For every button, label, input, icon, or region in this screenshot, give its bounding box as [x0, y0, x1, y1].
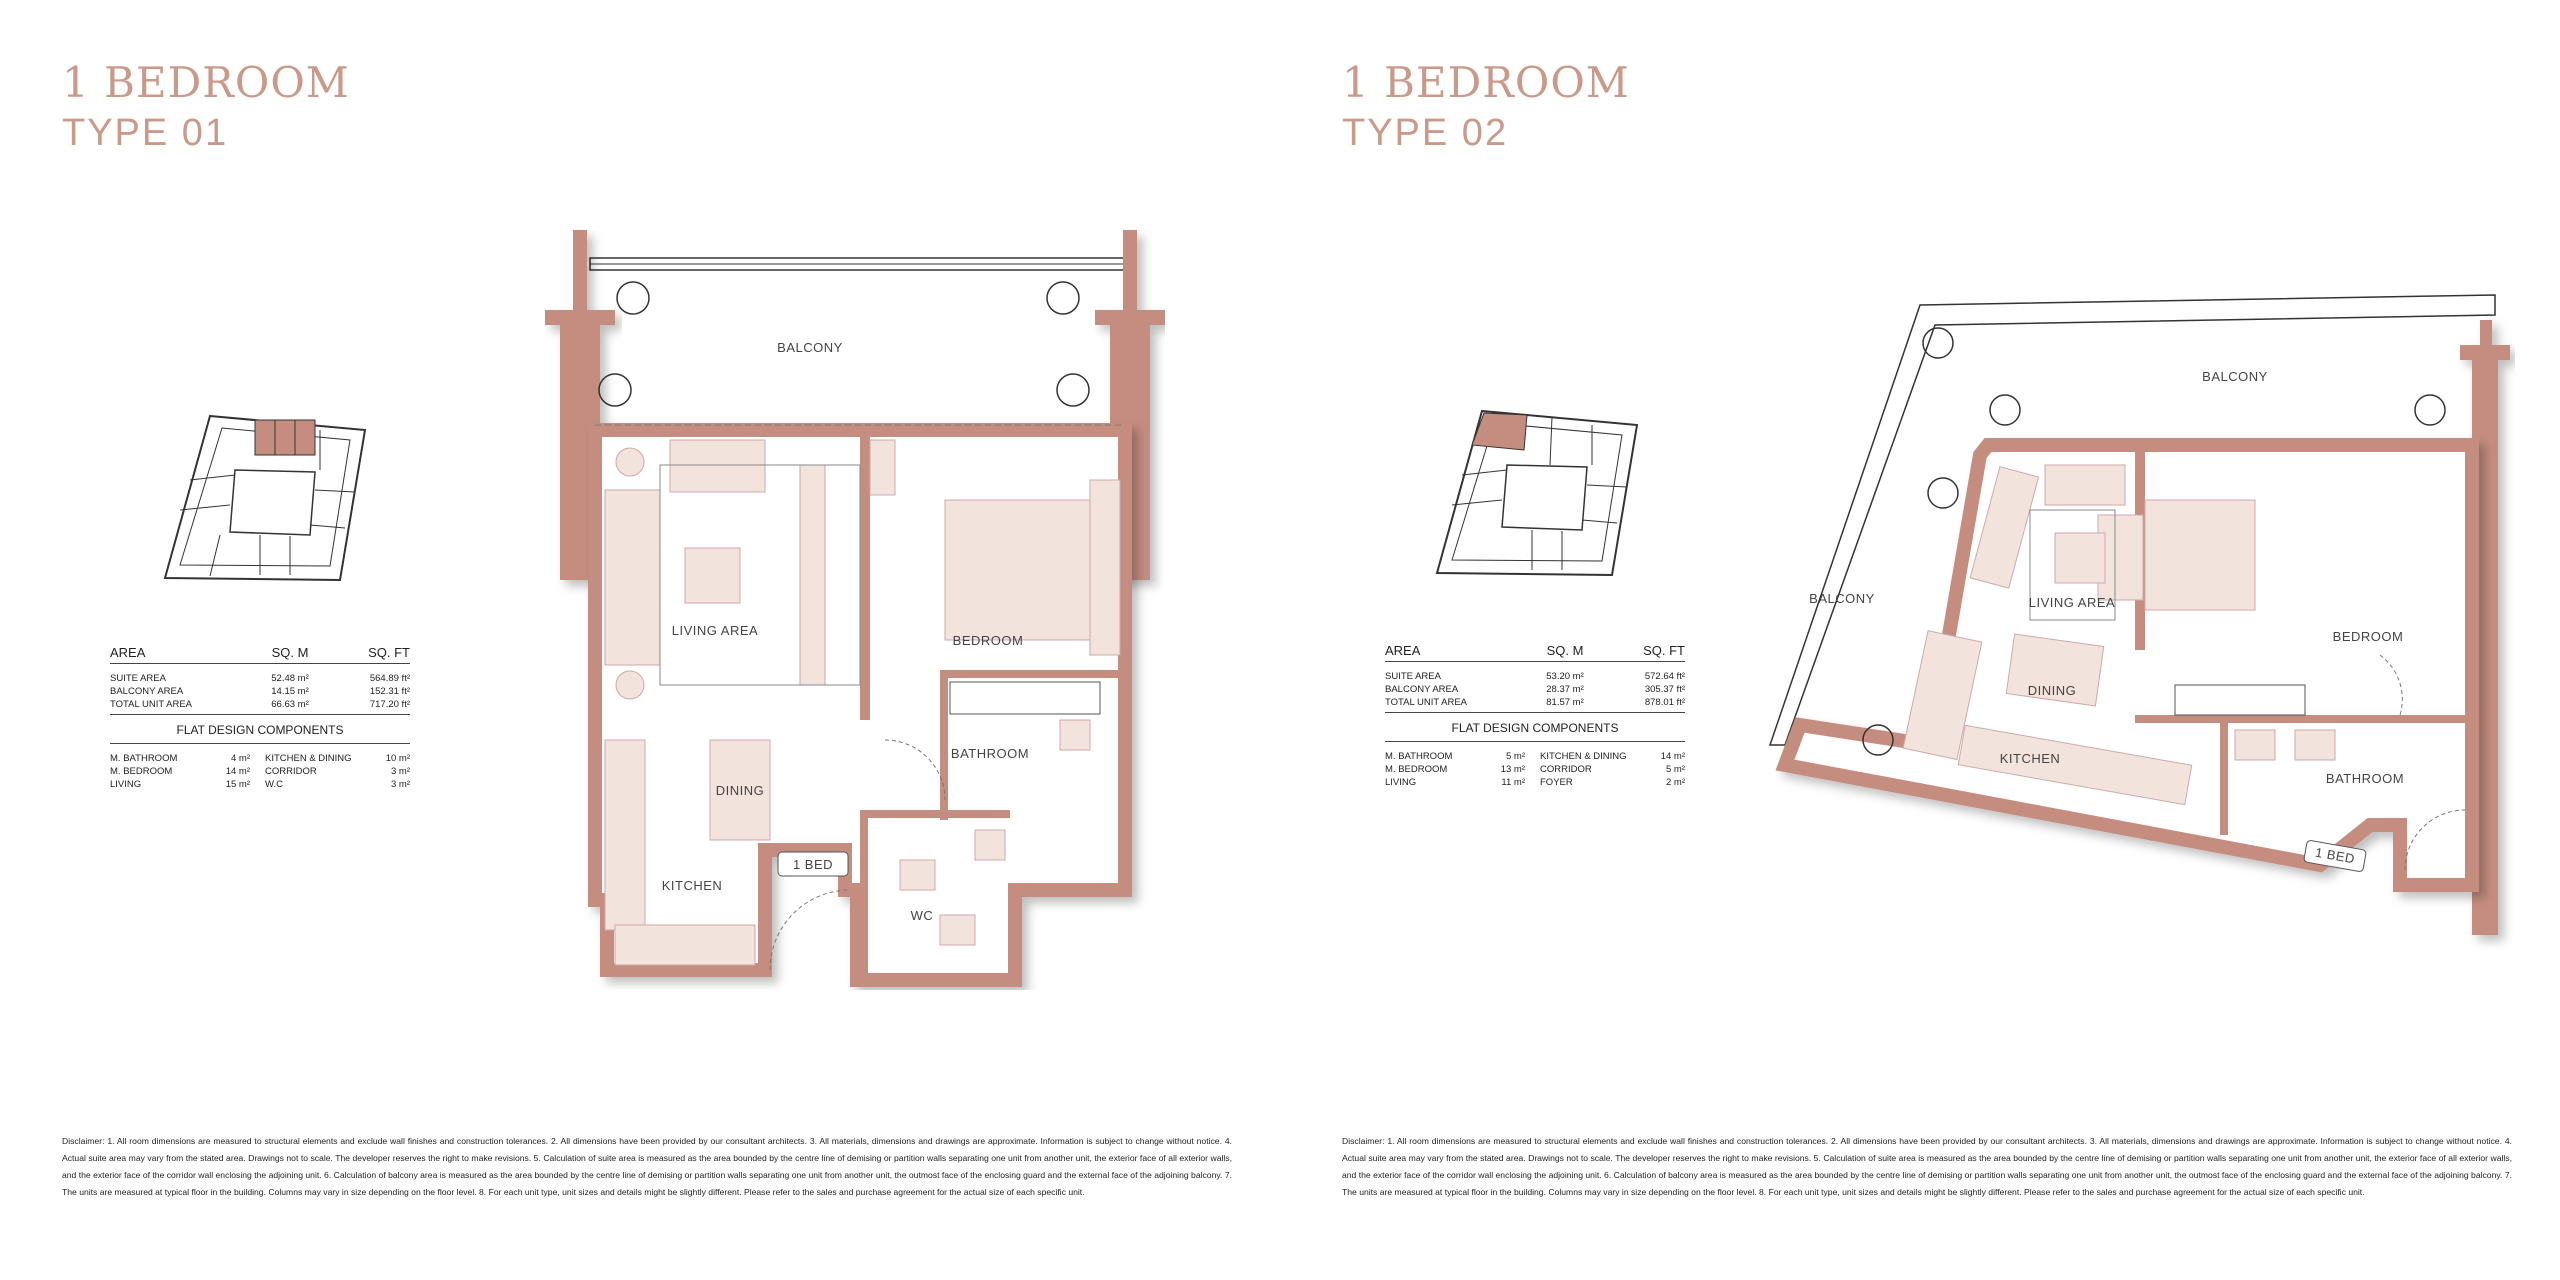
unit-type: TYPE 02 [1342, 112, 1509, 154]
room-label-wc: WC [911, 908, 934, 923]
floorplan-type-02-sheet: 1 BEDROOM TYPE 02 AREA SQ. M SQ. FT SUIT… [1280, 0, 2560, 1280]
floor-plan-type-01: BALCONY LIVING AREA BEDROOM DINING BATHR… [545, 230, 1165, 987]
room-label-bathroom: BATHROOM [951, 746, 1029, 761]
room-label-living: LIVING AREA [2029, 595, 2115, 610]
unit-tag: 1 BED [793, 857, 833, 872]
room-label-kitchen: KITCHEN [2000, 751, 2061, 766]
room-label-bathroom: BATHROOM [2326, 771, 2404, 786]
key-plan-diagram [1435, 409, 1639, 577]
area-table-header: AREA SQ. M SQ. FT [110, 645, 410, 664]
room-label-dining: DINING [716, 783, 765, 798]
components-title: FLAT DESIGN COMPONENTS [1385, 721, 1685, 742]
room-label-balcony-top: BALCONY [2202, 369, 2268, 384]
unit-title: 1 BEDROOM [1342, 58, 1630, 107]
key-plan-diagram [163, 414, 367, 582]
components-title: FLAT DESIGN COMPONENTS [110, 723, 410, 744]
room-label-balcony-left: BALCONY [1809, 591, 1875, 606]
room-label-kitchen: KITCHEN [662, 878, 723, 893]
area-table-header: AREA SQ. M SQ. FT [1385, 643, 1685, 662]
unit-type: TYPE 01 [62, 112, 229, 154]
floor-plan-type-02: BALCONY BALCONY LIVING AREA BEDROOM DINI… [1768, 294, 2510, 935]
unit-tag: 1 BED [2314, 845, 2356, 867]
disclaimer: Disclaimer: 1. All room dimensions are m… [62, 1136, 1232, 1197]
room-label-dining: DINING [2028, 683, 2077, 698]
floorplan-type-01-sheet: 1 BEDROOM TYPE 01 AREA SQ. M SQ. FT SUIT… [62, 58, 1232, 1197]
room-label-living: LIVING AREA [672, 623, 758, 638]
room-label-bedroom: BEDROOM [953, 633, 1024, 648]
unit-title: 1 BEDROOM [62, 58, 350, 107]
room-label-balcony: BALCONY [777, 340, 843, 355]
disclaimer: Disclaimer: 1. All room dimensions are m… [1342, 1136, 2512, 1197]
room-label-bedroom: BEDROOM [2333, 629, 2404, 644]
